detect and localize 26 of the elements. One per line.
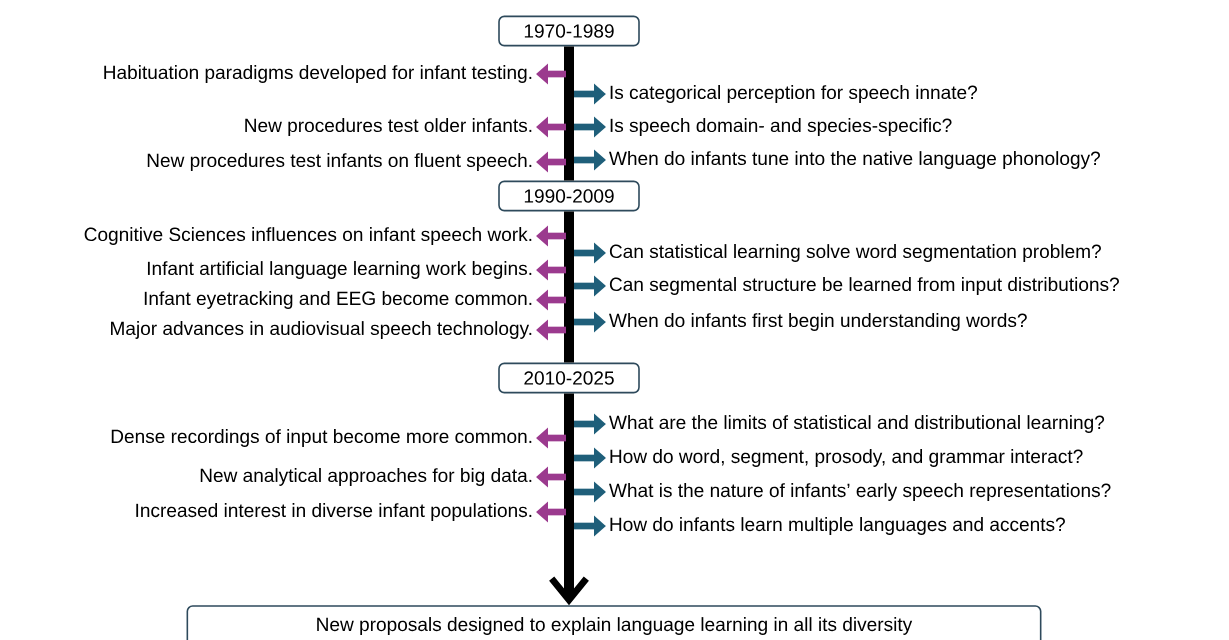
question-text: How do infants learn multiple languages and accents? [610, 517, 1065, 535]
milestone-text: Habituation paradigms developed for infant testing. [104, 65, 532, 83]
question-text: When do infants first begin understanding words? [609, 313, 1027, 331]
milestone-text: Major advances in audiovisual speech technology. [111, 321, 532, 339]
milestone-text: Dense recordings of input become more common. [111, 429, 532, 447]
milestone-text: New procedures test infants on fluent speech. [147, 153, 532, 171]
question-text: Can segmental structure be learned from input distributions? [609, 277, 1119, 295]
question-text: Can statistical learning solve word segmentation problem? [609, 244, 1101, 262]
question-text: What is the nature of infants’ early speech representations? [609, 483, 1111, 501]
question-text: Is categorical perception for speech innate? [610, 85, 977, 103]
question-text: When do infants tune into the native language phonology? [609, 151, 1100, 169]
period-box: 2010-2025 [498, 362, 640, 394]
milestone-text: Increased interest in diverse infant populations. [136, 503, 532, 521]
question-text: Is speech domain- and species-specific? [610, 118, 952, 136]
timeline-line [564, 211, 574, 363]
milestone-text: Infant artificial language learning work begins. [147, 261, 532, 279]
milestone-text: Infant eyetracking and EEG become common. [144, 291, 532, 309]
milestone-text: New analytical approaches for big data. [200, 468, 532, 486]
question-text: What are the limits of statistical and distributional learning? [609, 415, 1105, 433]
period-box: 1970-1989 [498, 15, 640, 47]
milestone-text: Cognitive Sciences influences on infant speech work. [84, 227, 532, 245]
period-box: 1990-2009 [498, 180, 640, 212]
question-text: How do word, segment, prosody, and grammar interact? [610, 449, 1083, 467]
milestone-text: New procedures test older infants. [245, 118, 532, 136]
timeline-line [564, 46, 574, 181]
conclusion-box: New proposals designed to explain language learning in all its diversity [186, 605, 1042, 640]
